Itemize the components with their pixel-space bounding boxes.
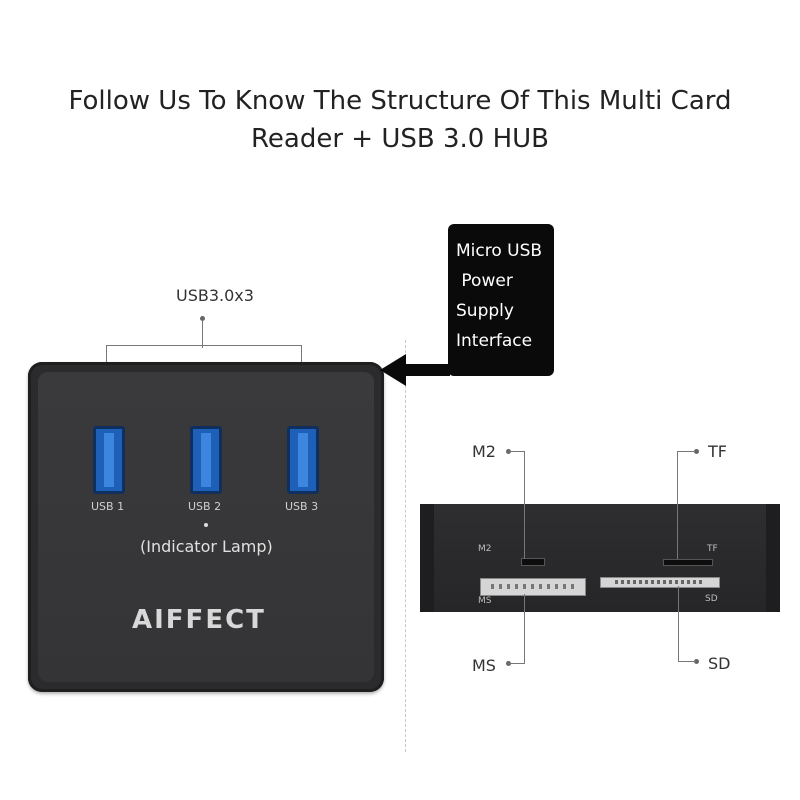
- ms-leader-v: [524, 594, 525, 664]
- tf-slot: [663, 559, 713, 566]
- brand-logo: AIFFECT: [132, 605, 266, 635]
- tf-slot-print: TF: [707, 544, 718, 554]
- hub-top-surface: [38, 372, 374, 682]
- indicator-lamp: [204, 523, 208, 527]
- ms-slot: [480, 578, 586, 596]
- usb-port-2-label: USB 2: [188, 500, 222, 513]
- power-callout-box: [448, 224, 554, 376]
- m2-leader-v: [524, 451, 525, 559]
- ms-label: MS: [472, 656, 496, 675]
- m2-slot: [521, 558, 545, 566]
- sd-slot-print: SD: [705, 594, 718, 604]
- sd-leader-v: [678, 586, 679, 662]
- title-line-2: Reader + USB 3.0 HUB: [251, 124, 549, 154]
- usb-bracket-top: [106, 345, 302, 346]
- sd-slot: [600, 577, 720, 588]
- hub-top-view: [28, 362, 384, 692]
- usb-label-dot: [200, 316, 205, 321]
- divider-line: [405, 340, 406, 752]
- usb-port-1-label: USB 1: [91, 500, 125, 513]
- tf-label: TF: [708, 442, 727, 461]
- power-callout-line-3: Supply: [456, 301, 514, 321]
- sd-leader-h: [678, 661, 696, 662]
- callout-arrow: [380, 354, 450, 386]
- tf-leader-dot: [694, 449, 699, 454]
- ms-slot-print: MS: [478, 596, 492, 606]
- m2-slot-print: M2: [478, 544, 492, 554]
- power-callout-text: Micro USB Power Supply Interface: [456, 236, 542, 356]
- side-right-foot: [766, 504, 780, 612]
- ms-leader-h: [508, 663, 524, 664]
- usb-port-2: [190, 426, 222, 494]
- power-callout-line-2: Power: [456, 271, 513, 291]
- m2-label: M2: [472, 442, 496, 461]
- usb-port-1: [93, 426, 125, 494]
- title-line-1: Follow Us To Know The Structure Of This …: [68, 86, 732, 116]
- tf-leader-h: [677, 451, 695, 452]
- sd-label: SD: [708, 654, 731, 673]
- usb-label-leader: [202, 320, 203, 348]
- hub-side-view: [420, 504, 780, 612]
- indicator-lamp-label: (Indicator Lamp): [140, 537, 273, 556]
- power-callout-line-1: Micro USB: [456, 241, 543, 261]
- power-callout-line-4: Interface: [456, 331, 533, 351]
- usb-port-3-label: USB 3: [285, 500, 319, 513]
- sd-leader-dot: [694, 659, 699, 664]
- side-left-foot: [420, 504, 434, 612]
- usb-port-3: [287, 426, 319, 494]
- m2-leader-h: [508, 451, 524, 452]
- tf-leader-v: [677, 451, 678, 559]
- usb-count-label: USB3.0x3: [176, 286, 254, 305]
